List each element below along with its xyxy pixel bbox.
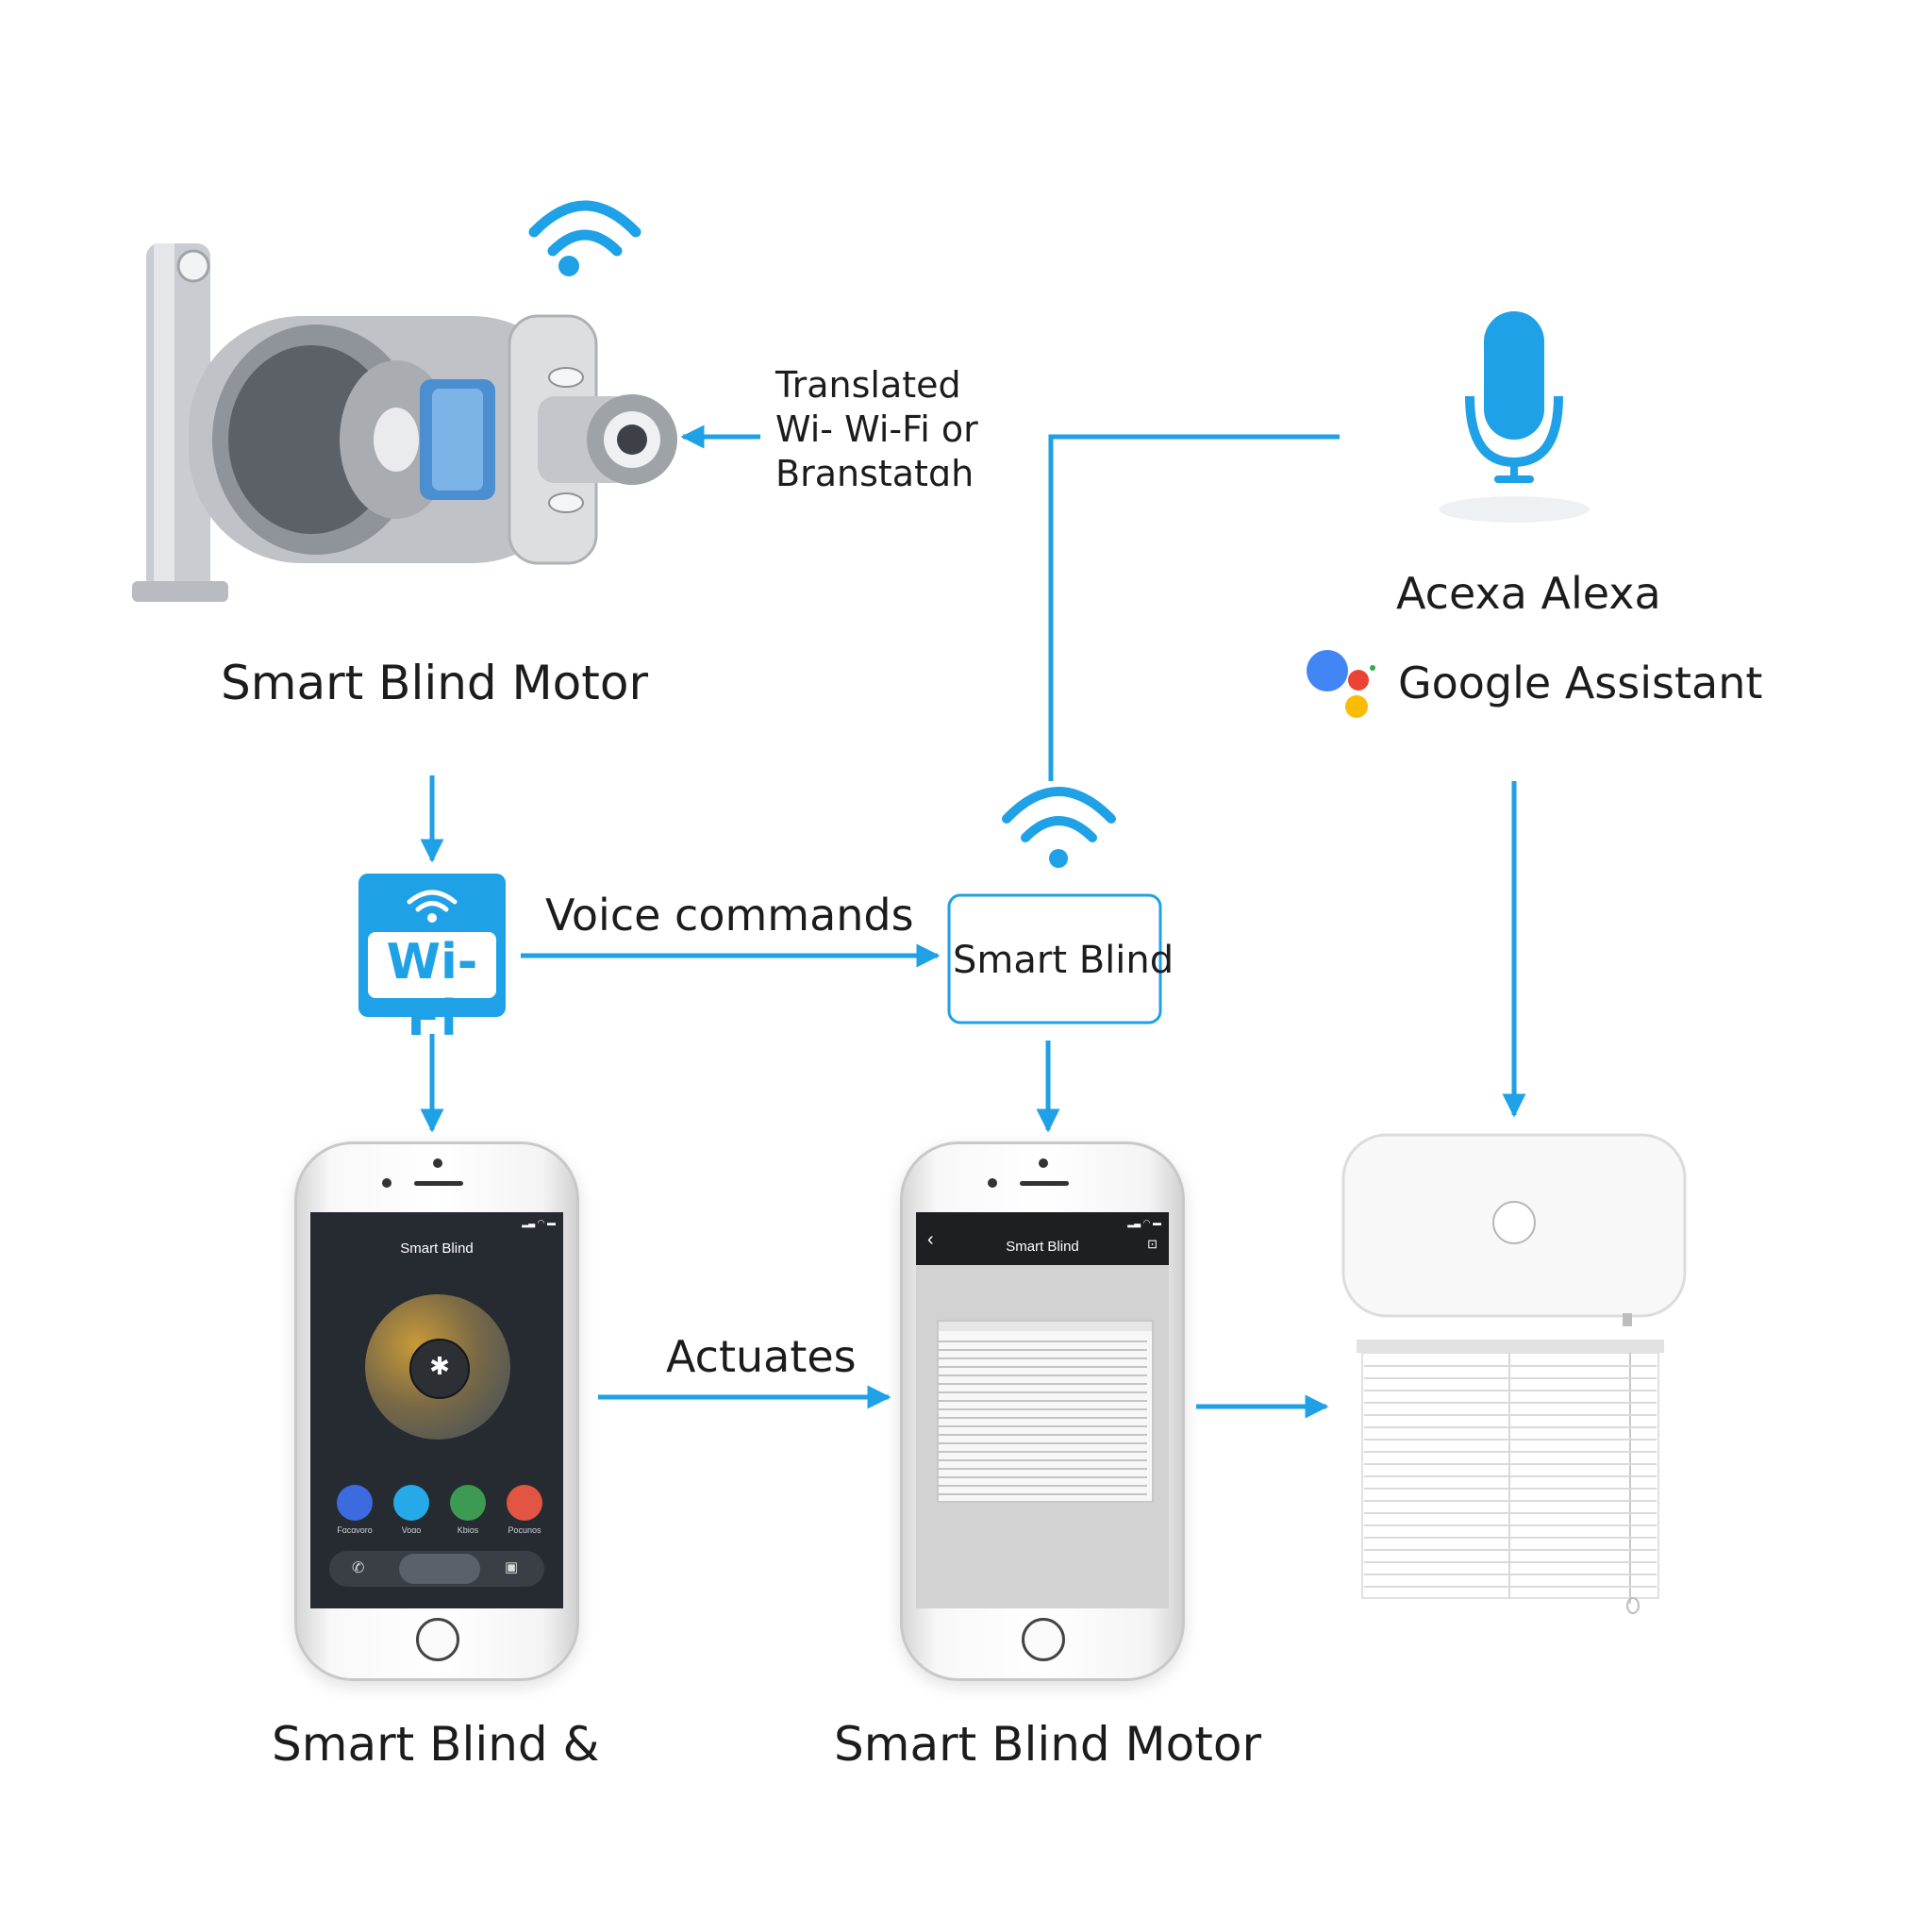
phone-icon[interactable]: ✆ [352,1560,365,1576]
app-icon[interactable] [393,1485,429,1521]
home-button[interactable] [416,1618,459,1661]
blind-rail [939,1322,1152,1331]
status-bar: ▂▃ ◠ ▬ [522,1218,556,1227]
translated-text: Translated Wi- Wi-Fi or Branstatɑh [775,363,978,496]
label-google-assistant: Google Assistant [1398,658,1763,708]
app-title: Smart Blind [1006,1239,1079,1255]
microphone-icon [1439,311,1590,523]
app-icon[interactable] [507,1485,542,1521]
app-icon[interactable] [337,1485,373,1521]
back-icon[interactable]: ‹ [927,1229,934,1250]
wifi-badge-inner [368,932,496,998]
dock-bar: ✆ ▣ [329,1551,544,1587]
wifi-badge-label: Wi-Fi [386,934,478,1047]
app-label: Voɑo [401,1525,422,1535]
status-bar: ▂▃ ◠ ▬ [1127,1218,1161,1227]
phone-speaker [414,1181,463,1186]
phone-left-screen: ▂▃ ◠ ▬ Smart Blind ✱ Fɑcɑvoro Voɑo Kbios… [310,1212,563,1608]
home-button[interactable] [1022,1618,1065,1661]
translated-line: Translated [775,364,961,406]
phone-camera [1039,1158,1048,1168]
app-label: Kbios [457,1525,479,1535]
translated-line: Wi- Wi-Fi or [775,408,978,450]
phone-speaker [1020,1181,1069,1186]
motor-illustration [132,243,677,602]
assistant-to-blind-line [1048,434,1340,781]
phone-camera [433,1158,442,1168]
app-label: Fɑcɑvoro [337,1525,373,1535]
wifi-icon [407,890,458,923]
wifi-icon [1002,787,1116,868]
bluetooth-icon: ✱ [429,1352,450,1380]
hub-icon [1341,1133,1687,1326]
blind-preview-slats [938,1341,1147,1495]
app-header: ▂▃ ◠ ▬ ‹ Smart Blind ⊡ [916,1212,1169,1265]
app-title: Smart Blind [400,1241,474,1257]
phone-sensor [382,1178,391,1188]
home-tab[interactable] [399,1554,480,1584]
label-motor-top: Smart Blind Motor [221,656,649,710]
label-smart-blind-box: Smart Blind [953,939,1174,982]
phone-left: ▂▃ ◠ ▬ Smart Blind ✱ Fɑcɑvoro Voɑo Kbios… [294,1141,579,1681]
google-assistant-icon [1307,650,1375,718]
wifi-icon [528,200,641,276]
calendar-icon[interactable]: ▣ [505,1559,519,1575]
app-label: Pocunos [508,1525,541,1535]
app-icon[interactable] [450,1485,486,1521]
wifi-badge: Wi-Fi [358,874,506,1047]
label-voice-commands: Voice commands [545,890,914,941]
label-phone-mid: Smart Blind Motor [834,1717,1262,1772]
label-phone-left: Smart Blind & [272,1717,600,1772]
translated-line: Branstatɑh [775,453,974,494]
smart-blind-box [947,893,1162,1024]
bluetooth-button[interactable] [409,1339,470,1399]
phone-sensor [988,1178,997,1188]
lock-icon[interactable]: ⊡ [1147,1237,1158,1251]
label-alexa: Acexa Alexa [1396,568,1661,619]
label-actuates: Actuates [666,1331,857,1382]
